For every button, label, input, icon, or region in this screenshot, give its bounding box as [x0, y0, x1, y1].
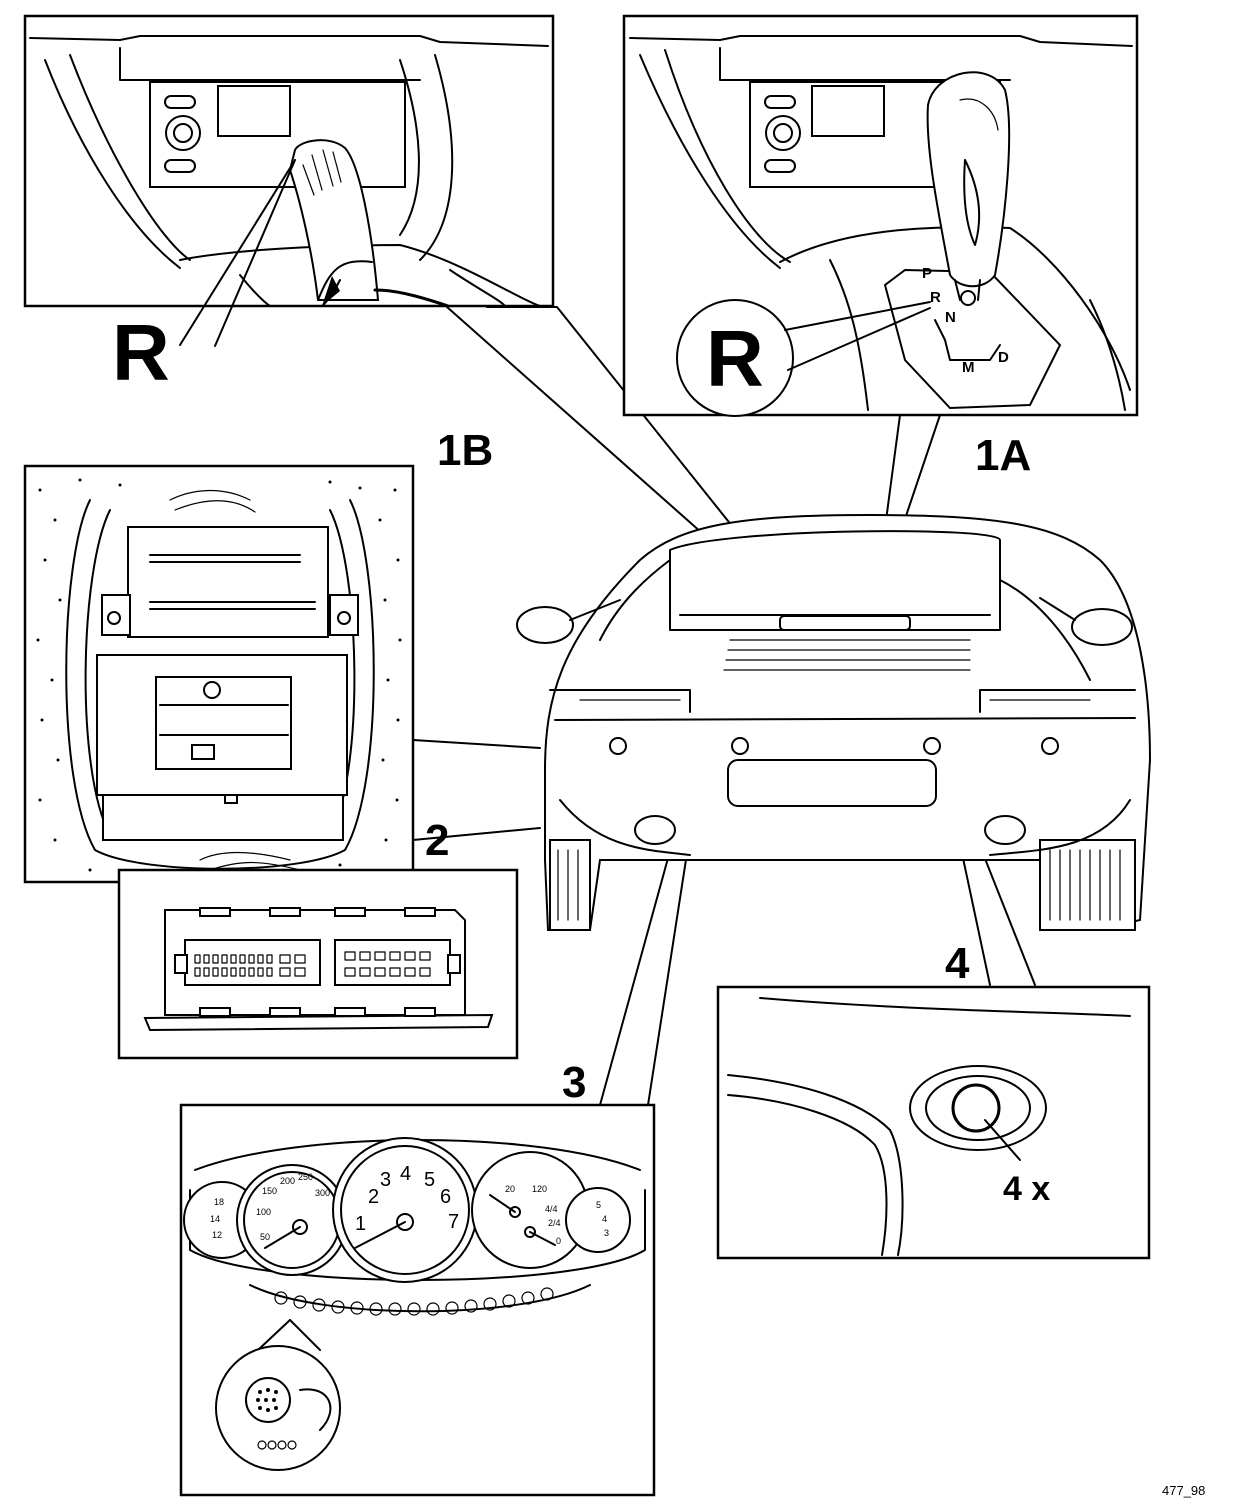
panel-2-control-unit: [23, 464, 415, 884]
panel-4-parking-sensor: 4 x: [716, 985, 1151, 1260]
selector-pos-d: D: [998, 349, 1009, 366]
tacho-num-1: 1: [355, 1213, 366, 1235]
temp-num-0: 20: [505, 1184, 515, 1194]
speedo-num-5: 300: [315, 1188, 330, 1198]
left-gauge-num-1: 14: [210, 1214, 220, 1224]
figure-reference: 477_98: [1162, 1483, 1205, 1498]
fuel-num-2: 0: [556, 1236, 561, 1246]
tacho-num-5: 5: [424, 1169, 435, 1191]
callout-1a: 1A: [975, 431, 1031, 480]
selector-pos-n: N: [945, 309, 956, 326]
selector-pos-m: M: [962, 359, 975, 376]
speedo-num-4: 250: [298, 1172, 313, 1182]
selector-pos-p: P: [922, 265, 932, 282]
callout-1b: 1B: [437, 426, 493, 475]
speedo-num-2: 150: [262, 1186, 277, 1196]
panel-2-ecu-detail: [117, 868, 519, 1060]
left-gauge-num-0: 18: [214, 1197, 224, 1207]
speedo-num-3: 200: [280, 1176, 295, 1186]
panel-3-instrument-cluster: 18 14 12 50 100 150 200 250 300 1 2 3 4 …: [179, 1103, 656, 1497]
selector-pos-r: R: [930, 289, 941, 306]
tacho-num-3: 3: [380, 1169, 391, 1191]
speedo-num-0: 50: [260, 1232, 270, 1242]
temp-num-1: 120: [532, 1184, 547, 1194]
fuel-num-1: 2/4: [548, 1218, 561, 1228]
right-gauge-num-2: 3: [604, 1228, 609, 1238]
gear-reverse-label-1b: R: [112, 308, 170, 397]
right-gauge-num-0: 5: [596, 1200, 601, 1210]
callout-2: 2: [425, 816, 449, 865]
gear-reverse-label-1a: R: [706, 314, 764, 403]
panel-1a-automatic-selector: P R N D M R: [622, 14, 1139, 417]
fuel-num-0: 4/4: [545, 1204, 558, 1214]
right-gauge-num-1: 4: [602, 1214, 607, 1224]
sensor-count-label: 4 x: [1003, 1170, 1050, 1208]
tacho-num-7: 7: [448, 1211, 459, 1233]
panel-1b-manual-shift: R: [23, 14, 555, 397]
callout-3: 3: [562, 1058, 586, 1107]
tacho-num-6: 6: [440, 1186, 451, 1208]
tacho-num-2: 2: [368, 1186, 379, 1208]
left-gauge-num-2: 12: [212, 1230, 222, 1240]
tacho-num-4: 4: [400, 1163, 411, 1185]
speedo-num-1: 100: [256, 1207, 271, 1217]
callout-4: 4: [945, 939, 970, 988]
car-rear-view: [516, 513, 1152, 931]
